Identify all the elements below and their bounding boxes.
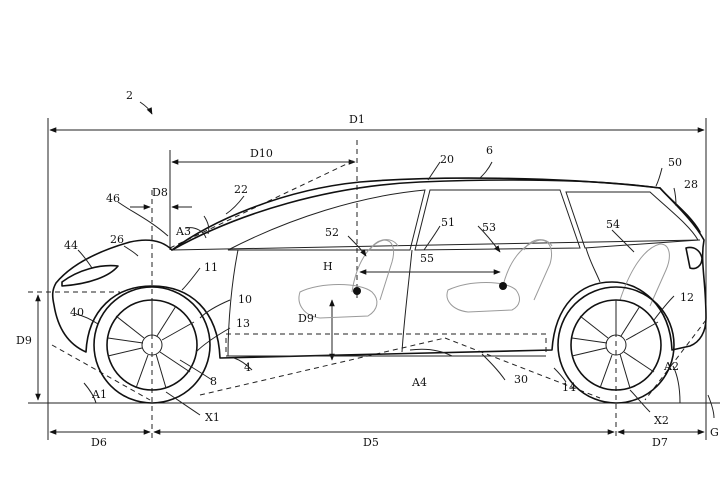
leader-lines [75,101,715,419]
label-51: 51 [441,216,455,229]
label-6: 6 [486,144,493,157]
label-4: 4 [244,361,251,374]
rear-door-edge [585,247,601,283]
front-seat-cushion [298,284,378,319]
battery-pack-30 [225,333,547,357]
label-d7: D7 [652,436,668,449]
h-point-front [353,287,361,295]
label-10: 10 [238,293,252,306]
mirror [185,227,207,239]
label-d1: D1 [349,113,365,126]
label-11: 11 [204,261,218,274]
label-53: 53 [482,221,496,234]
label-d9p: D9' [298,312,317,325]
label-26: 26 [110,233,124,246]
ramp-line-rear [444,337,601,399]
label-22: 22 [234,183,248,196]
rear-wheel-14 [557,286,675,404]
label-14: 14 [562,381,576,394]
door-split-line [401,249,413,353]
rear-window [414,189,581,251]
third-seat [619,243,670,307]
label-44: 44 [64,239,78,252]
label-d6: D6 [91,436,107,449]
quarter-window [565,191,699,249]
departure-angle-line [644,319,707,401]
label-d5: D5 [363,436,379,449]
label-40: 40 [70,306,84,319]
label-d8: D8 [152,186,168,199]
label-x1: X1 [205,411,220,424]
label-a3: A3 [175,225,191,238]
angle-arcs [83,215,681,404]
tail-light [685,246,703,270]
front-door-edge [227,249,239,357]
label-12: 12 [680,291,694,304]
ref-2: 2 [126,89,133,102]
label-a2: A2 [663,360,679,373]
front-window [227,189,426,251]
label-52: 52 [325,226,339,239]
headlight [61,264,119,287]
label-a4: A4 [411,376,427,389]
ramp-line-front [199,337,446,396]
label-30: 30 [514,373,528,386]
belt-line [171,239,701,251]
label-d9: D9 [16,334,32,347]
label-20: 20 [440,153,454,166]
label-54: 54 [606,218,620,231]
label-d10: D10 [250,147,273,160]
front-wheel-8 [93,286,211,404]
label-28: 28 [684,178,698,191]
label-46: 46 [106,192,120,205]
rear-spoiler [659,187,701,233]
vehicle-body-outline [51,177,707,359]
rear-headrest [523,239,553,251]
label-8: 8 [210,375,217,388]
rear-seat-cushion [446,282,520,313]
label-x2: X2 [654,414,669,427]
label-h: H [323,260,333,273]
label-g: G [710,426,719,439]
label-a1: A1 [91,388,107,401]
h-point-rear [499,282,507,290]
label-55: 55 [420,252,434,265]
label-50: 50 [668,156,682,169]
front-headrest [369,239,399,251]
label-13: 13 [236,317,250,330]
roof-line [171,179,661,251]
